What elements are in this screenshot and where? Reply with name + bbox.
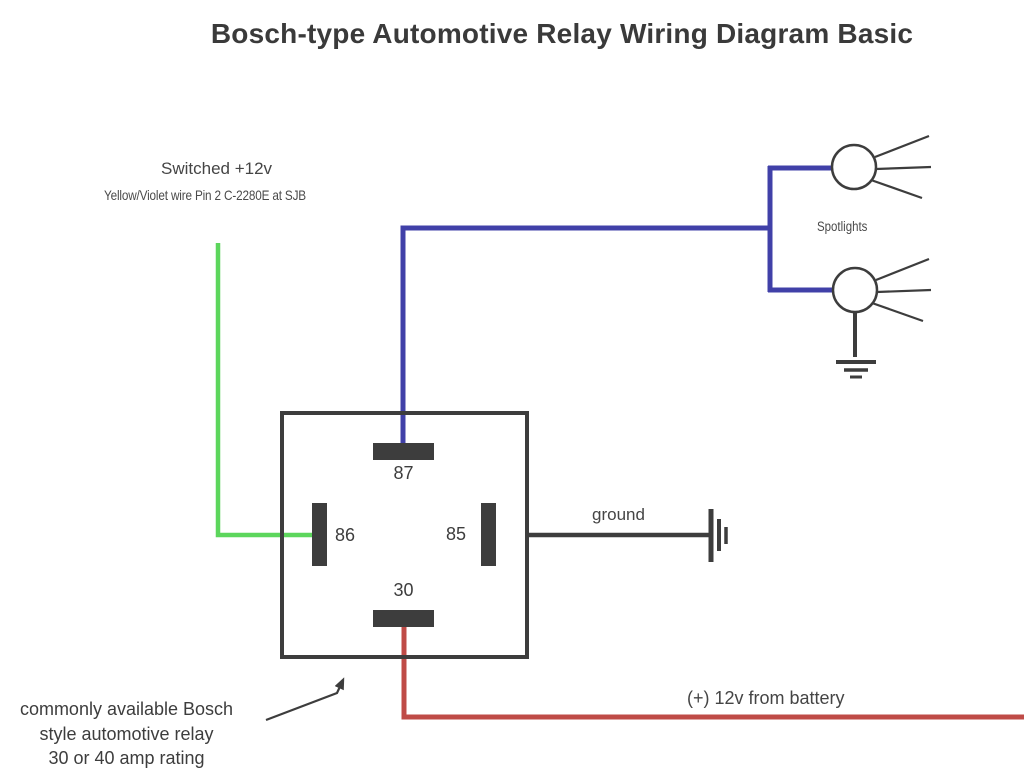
relay-caption-line-1: commonly available Bosch [19, 699, 234, 719]
red-wire-30-to-battery [401, 622, 1024, 720]
pin-86-terminal [312, 503, 327, 566]
pin-30-terminal [373, 610, 434, 627]
relay-caption-line-3: 30 or 40 amp rating [48, 748, 205, 768]
green-wire-switched-to-86 [215, 243, 320, 538]
ground-label: ground [592, 505, 645, 524]
page-title: Bosch-type Automotive Relay Wiring Diagr… [210, 18, 914, 49]
relay-caption-line-2: style automotive relay [39, 723, 214, 744]
pin-87-terminal [373, 443, 434, 460]
ground-symbol-spotlight [836, 312, 876, 379]
spotlight-bottom [831, 257, 932, 323]
relay-pin-terminals [312, 443, 496, 627]
blue-wire-87-to-spotlights [400, 165, 835, 452]
switched-12v-label: Switched +12v [161, 159, 273, 178]
spotlight-top [830, 134, 932, 200]
pin-85-label: 85 [446, 524, 467, 544]
switched-wire-note: Yellow/Violet wire Pin 2 C-2280E at SJB [104, 187, 306, 203]
pin-87-label: 87 [393, 463, 414, 483]
pin-85-terminal [481, 503, 496, 566]
relay-body [280, 411, 529, 659]
spotlights-label: Spotlights [817, 219, 868, 234]
caption-arrow [265, 677, 345, 722]
battery-label: (+) 12v from battery [687, 688, 845, 708]
pin-86-label: 86 [335, 525, 356, 545]
relay-caption: commonly available Bosch style automotiv… [5, 697, 248, 771]
pin-30-label: 30 [393, 580, 414, 600]
ground-symbol-right [708, 509, 728, 562]
